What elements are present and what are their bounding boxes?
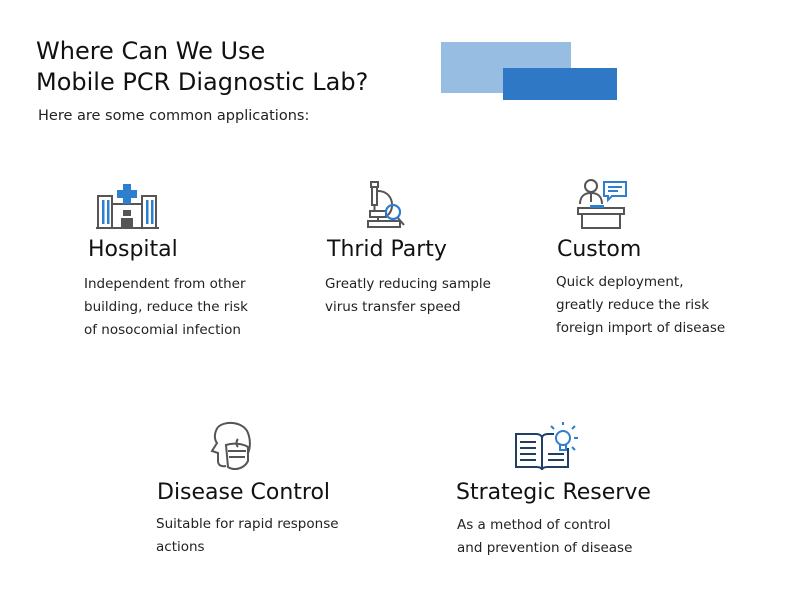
third-party-description: Greatly reducing sample virus transfer s… bbox=[325, 273, 491, 319]
hospital-description: Independent from other building, reduce … bbox=[84, 273, 248, 342]
disease-control-description: Suitable for rapid response actions bbox=[156, 513, 339, 559]
custom-description-line: Quick deployment, bbox=[556, 274, 684, 290]
page-title: Where Can We Use Mobile PCR Diagnostic L… bbox=[36, 36, 368, 98]
hospital-description-line: Independent from other bbox=[84, 276, 246, 292]
custom-title: Custom bbox=[557, 237, 642, 262]
strategic-reserve-title: Strategic Reserve bbox=[456, 480, 651, 505]
microscope-icon bbox=[364, 181, 410, 231]
hospital-description-line: of nosocomial infection bbox=[84, 322, 241, 338]
third-party-title: Thrid Party bbox=[327, 237, 447, 262]
masked-face-icon bbox=[208, 421, 256, 475]
disease-control-description-line: Suitable for rapid response bbox=[156, 516, 339, 532]
hospital-description-line: building, reduce the risk bbox=[84, 299, 248, 315]
third-party-description-line: virus transfer speed bbox=[325, 299, 461, 315]
strategic-reserve-description: As a method of control and prevention of… bbox=[457, 514, 632, 560]
custom-description-line: foreign import of disease bbox=[556, 320, 726, 336]
strategic-reserve-description-line: and prevention of disease bbox=[457, 540, 633, 556]
decorative-dark-rectangle bbox=[503, 68, 617, 100]
custom-description-line: greatly reduce the risk bbox=[556, 297, 710, 313]
page-subtitle: Here are some common applications: bbox=[38, 108, 310, 124]
disease-control-description-line: actions bbox=[156, 539, 205, 555]
hospital-title: Hospital bbox=[88, 237, 178, 262]
hospital-icon bbox=[96, 184, 160, 230]
customs-officer-icon bbox=[576, 178, 630, 230]
strategic-reserve-description-line: As a method of control bbox=[457, 517, 611, 533]
book-lightbulb-icon bbox=[514, 422, 580, 472]
title-line-1: Where Can We Use bbox=[36, 37, 266, 65]
title-line-2: Mobile PCR Diagnostic Lab? bbox=[36, 68, 369, 96]
custom-description: Quick deployment, greatly reduce the ris… bbox=[556, 271, 725, 340]
third-party-description-line: Greatly reducing sample bbox=[325, 276, 491, 292]
disease-control-title: Disease Control bbox=[157, 480, 331, 505]
